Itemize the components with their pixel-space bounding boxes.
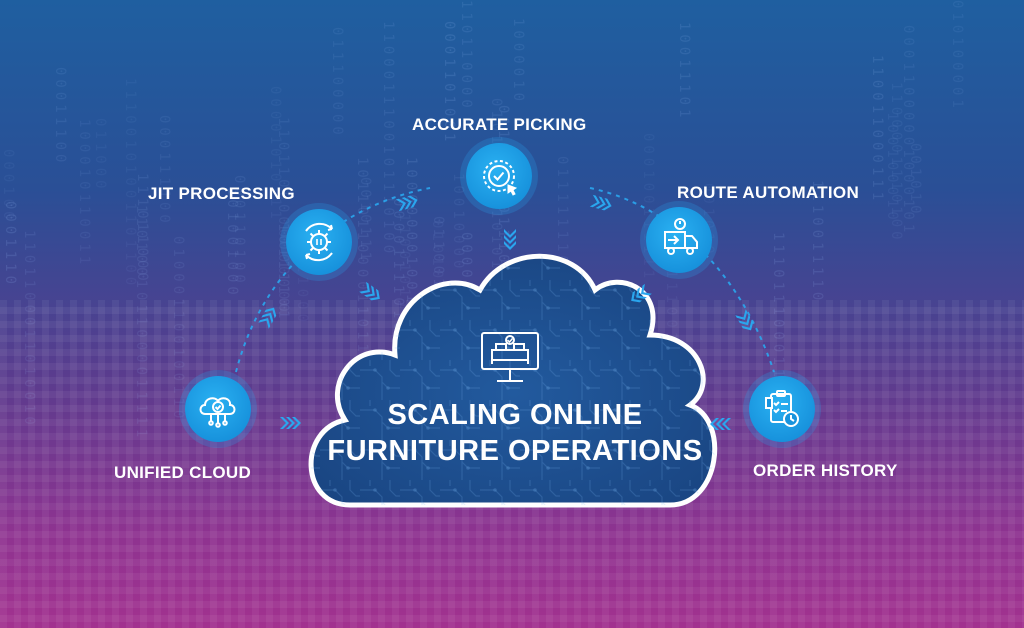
cloud-title: SCALING ONLINE FURNITURE OPERATIONS [320,397,710,469]
route-automation-node [646,207,712,273]
unified-cloud-label: UNIFIED CLOUD [114,463,252,482]
clipboard-clock-icon [765,390,799,427]
order-history-node [749,376,815,442]
unified-cloud-node [185,376,251,442]
arrow-route-to-history [735,309,754,331]
gear-cycle-icon [305,222,333,262]
arrow-picking-to-route [589,194,612,211]
arrow-route-to-center [631,283,652,303]
flow-arrows [258,194,754,430]
arrow-jit-to-picking [395,195,418,212]
accurate-picking-label: ACCURATE PICKING [412,115,587,134]
arrow-jit-to-center [359,281,380,301]
accurate-picking-node [466,143,532,209]
arrow-unified-to-center [280,417,301,429]
arrow-history-to-center [710,418,731,430]
delivery-truck-icon [664,218,698,255]
arrow-cloud-to-jit [258,307,277,329]
jit-processing-label: JIT PROCESSING [148,184,295,203]
cloud-title-line2: FURNITURE OPERATIONS [327,435,703,467]
route-automation-label: ROUTE AUTOMATION [677,183,860,202]
monitor-bed-icon [481,332,539,382]
target-check-icon [483,160,518,196]
cloud-title-line1: SCALING ONLINE [387,399,643,431]
order-history-label: ORDER HISTORY [753,461,898,480]
arrow-picking-to-center [504,229,516,250]
jit-processing-node [286,209,352,275]
cloud-check-icon [199,397,236,428]
